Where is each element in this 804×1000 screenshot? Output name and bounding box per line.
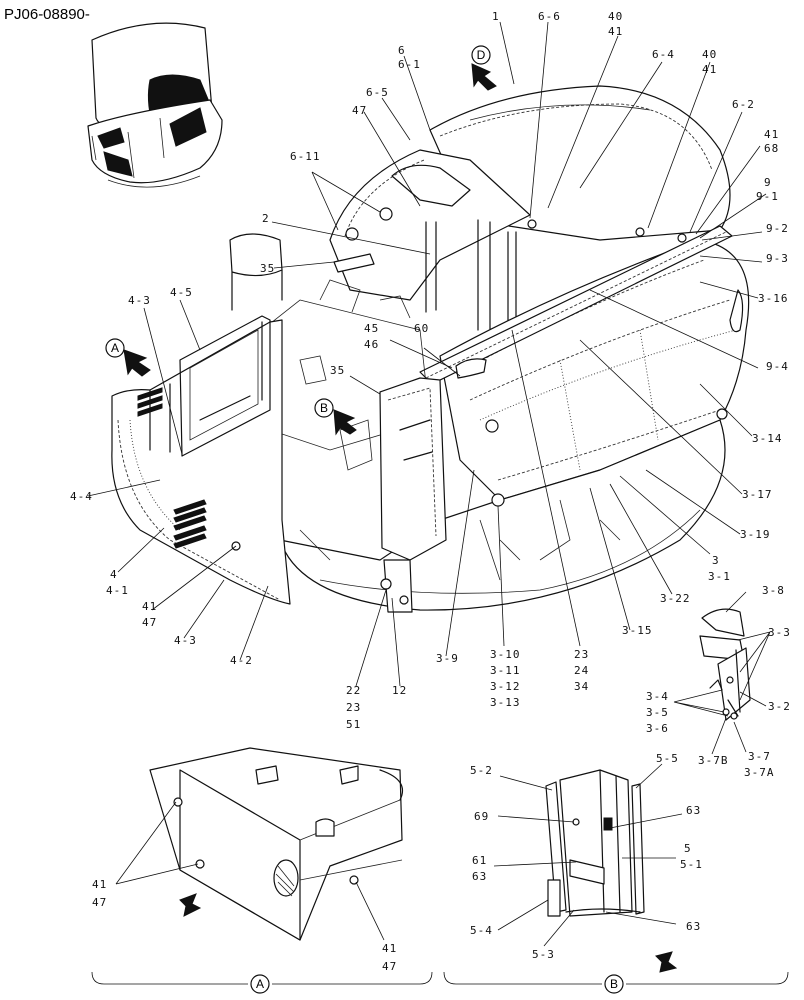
callout-6-11: 6-11 [290, 150, 321, 163]
view-marker-b: B [314, 398, 334, 418]
callout-3-9: 3-9 [436, 652, 459, 665]
doc-code: PJ06-08890- [4, 6, 90, 23]
callout-5-5: 5-5 [656, 752, 679, 765]
callout-3-16: 3-16 [758, 292, 789, 305]
callout-2: 2 [262, 212, 270, 225]
callout-6-4: 6-4 [652, 48, 675, 61]
callout-1: 1 [492, 10, 500, 23]
callout-3-19: 3-19 [740, 528, 771, 541]
leader-lines [87, 21, 771, 947]
callout-5-4: 5-4 [470, 924, 493, 937]
main-assembly [111, 85, 750, 613]
view-marker-a: A [105, 338, 125, 358]
svg-text:D: D [477, 48, 486, 62]
view-b-detail [545, 769, 678, 973]
callout-3-7B: 3-7B [698, 754, 729, 767]
callout-63b: 63 [686, 920, 701, 933]
callout-4-2: 4-2 [230, 654, 253, 667]
callout-6-2: 6-2 [732, 98, 755, 111]
callout-60: 60 [414, 322, 429, 335]
callout-3-22: 3-22 [660, 592, 691, 605]
callout-3-17: 3-17 [742, 488, 773, 501]
callout-5-2: 5-2 [470, 764, 493, 777]
svg-text:B: B [320, 401, 328, 415]
callout-4-5: 4-5 [170, 286, 193, 299]
callout-63a: 63 [686, 804, 701, 817]
view-a-detail [149, 747, 404, 941]
callout-47-top: 47 [352, 104, 367, 117]
callout-35b: 35 [330, 364, 345, 377]
view-marker-a-bottom: A [91, 971, 433, 994]
view-marker-b-bottom: B [443, 971, 789, 994]
callout-4-3b: 4-3 [174, 634, 197, 647]
callout-9-4: 9-4 [766, 360, 789, 373]
callout-6-6: 6-6 [538, 10, 561, 23]
callout-3-15: 3-15 [622, 624, 653, 637]
callout-5-3: 5-3 [532, 948, 555, 961]
callout-4-3a: 4-3 [128, 294, 151, 307]
callout-6-5: 6-5 [366, 86, 389, 99]
callout-3-8: 3-8 [762, 584, 785, 597]
callout-3-3: 3-3 [768, 626, 791, 639]
thumbnail-machine [87, 22, 223, 188]
detail-latch [699, 608, 751, 721]
view-marker-d: D [471, 45, 491, 65]
svg-text:A: A [111, 341, 119, 355]
callout-9-3: 9-3 [766, 252, 789, 265]
grille-louver [137, 387, 207, 549]
svg-text:A: A [256, 977, 264, 991]
svg-text:B: B [610, 977, 618, 991]
callout-69: 69 [474, 810, 489, 823]
callout-12: 12 [392, 684, 407, 697]
callout-4-4: 4-4 [70, 490, 93, 503]
callout-3-2: 3-2 [768, 700, 791, 713]
callout-9-2: 9-2 [766, 222, 789, 235]
callout-35a: 35 [260, 262, 275, 275]
view-arrows [123, 63, 497, 436]
callout-3-14: 3-14 [752, 432, 783, 445]
